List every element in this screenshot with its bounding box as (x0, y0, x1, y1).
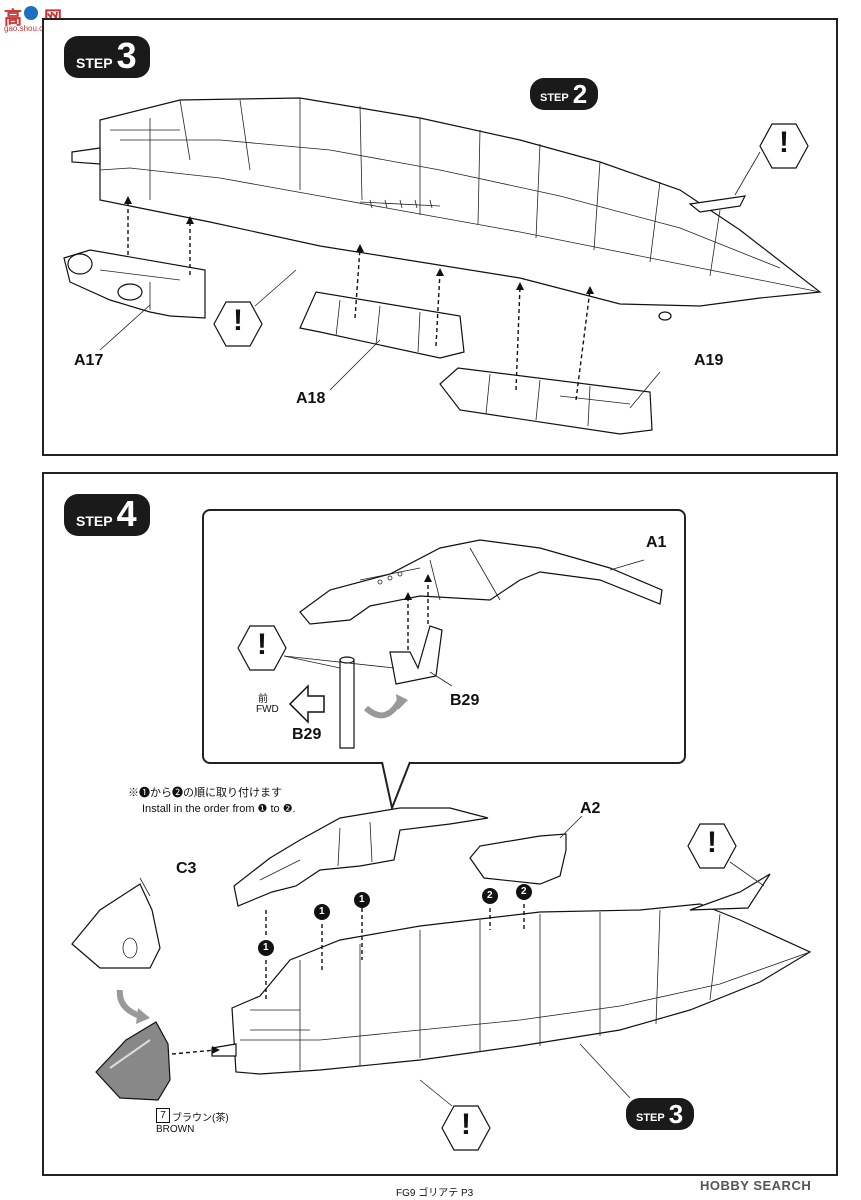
paint-name-jp: ブラウン(茶) (172, 1113, 229, 1124)
order-marker-1 (258, 940, 274, 956)
caution-icon (237, 625, 287, 671)
step2-reference-badge: STEP 2 (530, 78, 598, 110)
detail-inset (202, 509, 686, 764)
part-label-b29-left: B29 (292, 726, 322, 743)
fwd-label-en: FWD (256, 704, 279, 715)
part-arm-assembly (233, 807, 489, 907)
guide-arrows (124, 196, 594, 401)
part-b29-bracket (389, 625, 443, 685)
part-label-a2: A2 (580, 800, 601, 817)
order-marker-1 (314, 904, 330, 920)
paint-name-en: BROWN (156, 1124, 195, 1135)
step-number: 3 (116, 35, 137, 76)
install-order-note-jp: ※❶から❷の順に取り付けます (128, 787, 282, 799)
step-word: STEP (540, 92, 569, 104)
caution-icon (687, 823, 737, 869)
part-a17 (63, 249, 206, 319)
caution-icon: ! (707, 826, 717, 859)
step-number: 2 (572, 79, 588, 109)
part-label-a1: A1 (646, 534, 667, 551)
step-number: 4 (116, 493, 137, 534)
order-marker-2 (516, 884, 532, 900)
order-marker-label: 1 (263, 942, 269, 953)
part-c3 (71, 883, 161, 969)
fuselage-drawing (71, 97, 822, 321)
part-a19 (439, 367, 653, 435)
paint-number-box: 7 (156, 1108, 170, 1123)
step3-badge: STEP 3 (64, 36, 150, 78)
part-a1 (299, 539, 663, 625)
fwd-label-jp: 前 (258, 694, 268, 705)
part-b29-pin (339, 656, 355, 749)
step-word: STEP (636, 1112, 665, 1124)
order-marker-2 (482, 888, 498, 904)
part-label-b29-right: B29 (450, 692, 480, 709)
step-number: 3 (668, 1099, 684, 1129)
caution-icon: ! (461, 1108, 471, 1141)
part-nose-cone-painted (95, 1021, 171, 1101)
part-a2 (469, 833, 567, 885)
part-label-a19: A19 (694, 352, 724, 369)
order-marker-label: 2 (521, 886, 527, 897)
order-marker-label: 2 (487, 890, 493, 901)
order-marker-label: 1 (319, 906, 325, 917)
part-label-c3: C3 (176, 860, 197, 877)
caution-icon (213, 301, 263, 347)
order-marker-label: 1 (359, 894, 365, 905)
step-word: STEP (76, 513, 113, 529)
part-label-a18: A18 (296, 390, 326, 407)
caution-icon (759, 123, 809, 169)
caution-icon: ! (257, 628, 267, 661)
step4-badge: STEP 4 (64, 494, 150, 536)
forward-arrow-icon (288, 684, 325, 724)
install-order-note-en: Install in the order from ❶ to ❷. (142, 803, 296, 815)
caution-icon (441, 1105, 491, 1151)
page-footer: FG9 ゴリアテ P3 (396, 1188, 474, 1199)
part-a18 (299, 291, 465, 359)
hobby-search-logo: HOBBY SEARCH (700, 1178, 812, 1193)
caution-icon: ! (779, 126, 789, 159)
watermark-text: gao.shou.com (4, 24, 55, 33)
step-word: STEP (76, 55, 113, 71)
part-label-a17: A17 (74, 352, 104, 369)
order-marker-1 (354, 892, 370, 908)
fuselage-drawing (211, 873, 812, 1075)
caution-icon: ! (233, 304, 243, 337)
step3-reference-badge: STEP 3 (626, 1098, 694, 1130)
